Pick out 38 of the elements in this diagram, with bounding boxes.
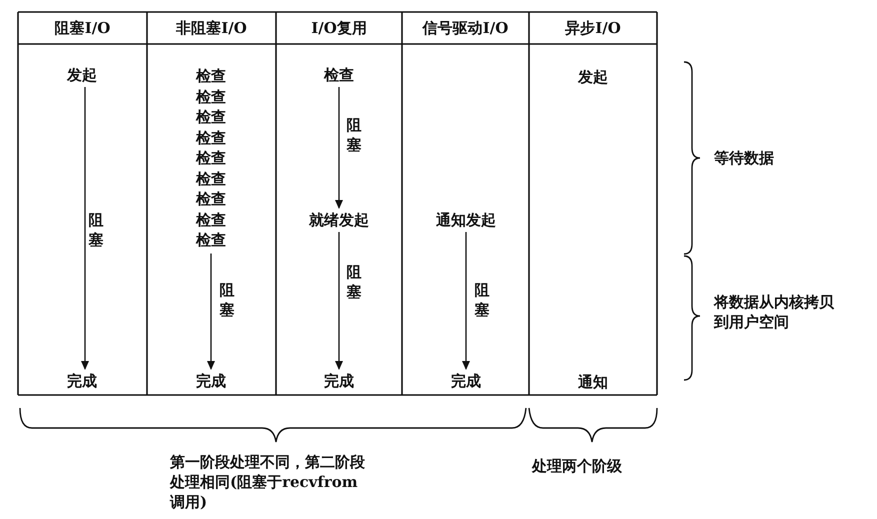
- annotation-text: 等待数据: [714, 148, 775, 168]
- step-text: 发起: [67, 66, 97, 84]
- arrow: [335, 87, 343, 209]
- edge-label: 阻塞: [345, 262, 363, 302]
- column-header: 非阻塞I/O: [175, 18, 248, 39]
- edge-label: 阻塞: [87, 210, 105, 250]
- step-text: 通知发起: [436, 211, 496, 229]
- step-text: 检查: [194, 230, 227, 250]
- annotation-text: 将数据从内核拷贝到用户空间: [714, 292, 836, 332]
- column-header: 信号驱动I/O: [421, 18, 510, 39]
- step-text: 检查: [194, 107, 227, 128]
- step-text: 通知: [578, 373, 608, 391]
- edge-label: 阻塞: [345, 115, 363, 155]
- column-header: 阻塞I/O: [54, 18, 112, 39]
- annotation-text: 第一阶段处理不同，第二阶段处理相同(阻塞于recvfrom调用): [170, 452, 366, 512]
- step-text: 就绪发起: [309, 211, 369, 229]
- arrow: [207, 254, 215, 370]
- step-text: 完成: [67, 372, 97, 390]
- step-text: 检查: [194, 168, 227, 189]
- column-header: 异步I/O: [564, 18, 622, 39]
- step-text: 发起: [578, 68, 608, 86]
- arrow: [81, 87, 89, 370]
- step-text: 检查: [194, 189, 227, 210]
- step-text: 检查: [194, 86, 227, 107]
- step-text: 检查: [194, 148, 227, 168]
- step-text: 完成: [324, 372, 354, 390]
- arrow: [462, 232, 470, 370]
- edge-label: 阻塞: [473, 280, 491, 320]
- annotation-text: 处理两个阶级: [532, 456, 623, 476]
- edge-label: 阻塞: [218, 280, 236, 320]
- step-text: 完成: [451, 372, 481, 390]
- column-header: I/O复用: [310, 18, 368, 39]
- step-text: 检查: [194, 210, 227, 230]
- step-text: 检查: [194, 66, 227, 86]
- step-text: 检查: [324, 66, 354, 84]
- step-text: 检查: [194, 128, 227, 148]
- step-text: 完成: [196, 372, 226, 390]
- arrow: [335, 232, 343, 370]
